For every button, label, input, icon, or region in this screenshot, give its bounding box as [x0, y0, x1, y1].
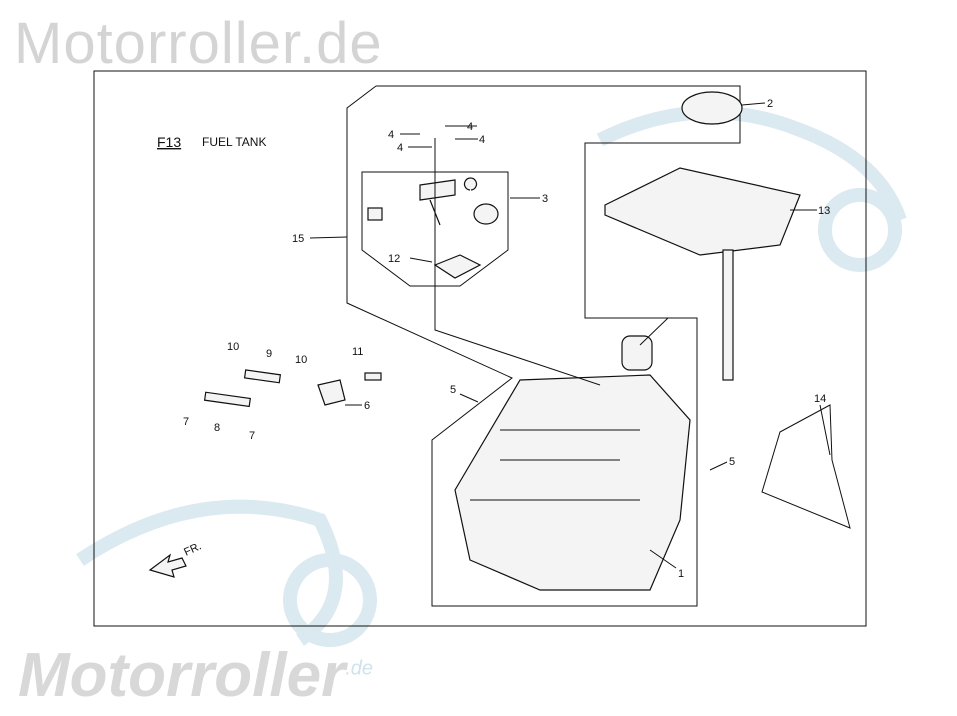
filler-neck — [621, 335, 653, 371]
callout-7b: 7 — [249, 430, 255, 442]
watermark-logo-top: Motorroller.de — [14, 11, 383, 76]
watermark-text: Motorroller — [18, 641, 346, 710]
assembly-outline-15 — [346, 85, 741, 607]
tank-cover — [604, 167, 801, 256]
callout-14: 14 — [814, 393, 826, 405]
hose-11 — [364, 372, 382, 381]
support-rod — [722, 249, 734, 381]
callout-10b: 10 — [295, 354, 307, 366]
fuel-float — [473, 203, 499, 225]
callout-8: 8 — [214, 422, 220, 434]
callout-13: 13 — [818, 205, 830, 217]
callout-5a: 5 — [450, 384, 456, 396]
pump-gasket-12 — [433, 254, 482, 279]
callout-10a: 10 — [227, 341, 239, 353]
sticker-14 — [761, 404, 851, 529]
fuel-hose-9 — [243, 369, 282, 384]
watermark-suffix: .de — [345, 657, 374, 680]
callout-6: 6 — [364, 400, 370, 412]
callout-3: 3 — [542, 193, 548, 205]
scooter-watermark — [76, 105, 907, 647]
callout-12: 12 — [388, 253, 400, 265]
callout-4d: 4 — [479, 134, 485, 146]
pump-connector — [367, 207, 383, 221]
callout-7a: 7 — [183, 416, 189, 428]
callout-5b: 5 — [729, 456, 735, 468]
callout-1: 1 — [678, 568, 684, 580]
fuel-tank — [454, 374, 691, 591]
fuel-pump-unit — [419, 177, 478, 226]
fuel-hose-8 — [203, 391, 251, 408]
diagram-code: F13 — [157, 134, 181, 150]
callout-4a: 4 — [388, 129, 394, 141]
callout-4c: 4 — [467, 121, 473, 133]
callout-11: 11 — [352, 346, 363, 358]
tank-contour-lines — [470, 429, 640, 501]
fuel-cap — [681, 91, 743, 125]
pump-outline-3 — [361, 171, 509, 287]
callout-2: 2 — [767, 98, 773, 110]
callout-4b: 4 — [397, 142, 403, 154]
watermark-logo-bottom: Motorroller.de — [18, 640, 373, 711]
diagram-title: FUEL TANK — [202, 135, 266, 149]
callout-9: 9 — [266, 348, 272, 360]
front-direction-arrow-icon — [148, 553, 187, 578]
diagram-frame — [93, 70, 867, 627]
callout-15: 15 — [292, 233, 304, 245]
fuel-valve-6 — [317, 379, 346, 406]
leader-lines — [309, 102, 831, 569]
direction-label: FR. — [182, 540, 203, 558]
